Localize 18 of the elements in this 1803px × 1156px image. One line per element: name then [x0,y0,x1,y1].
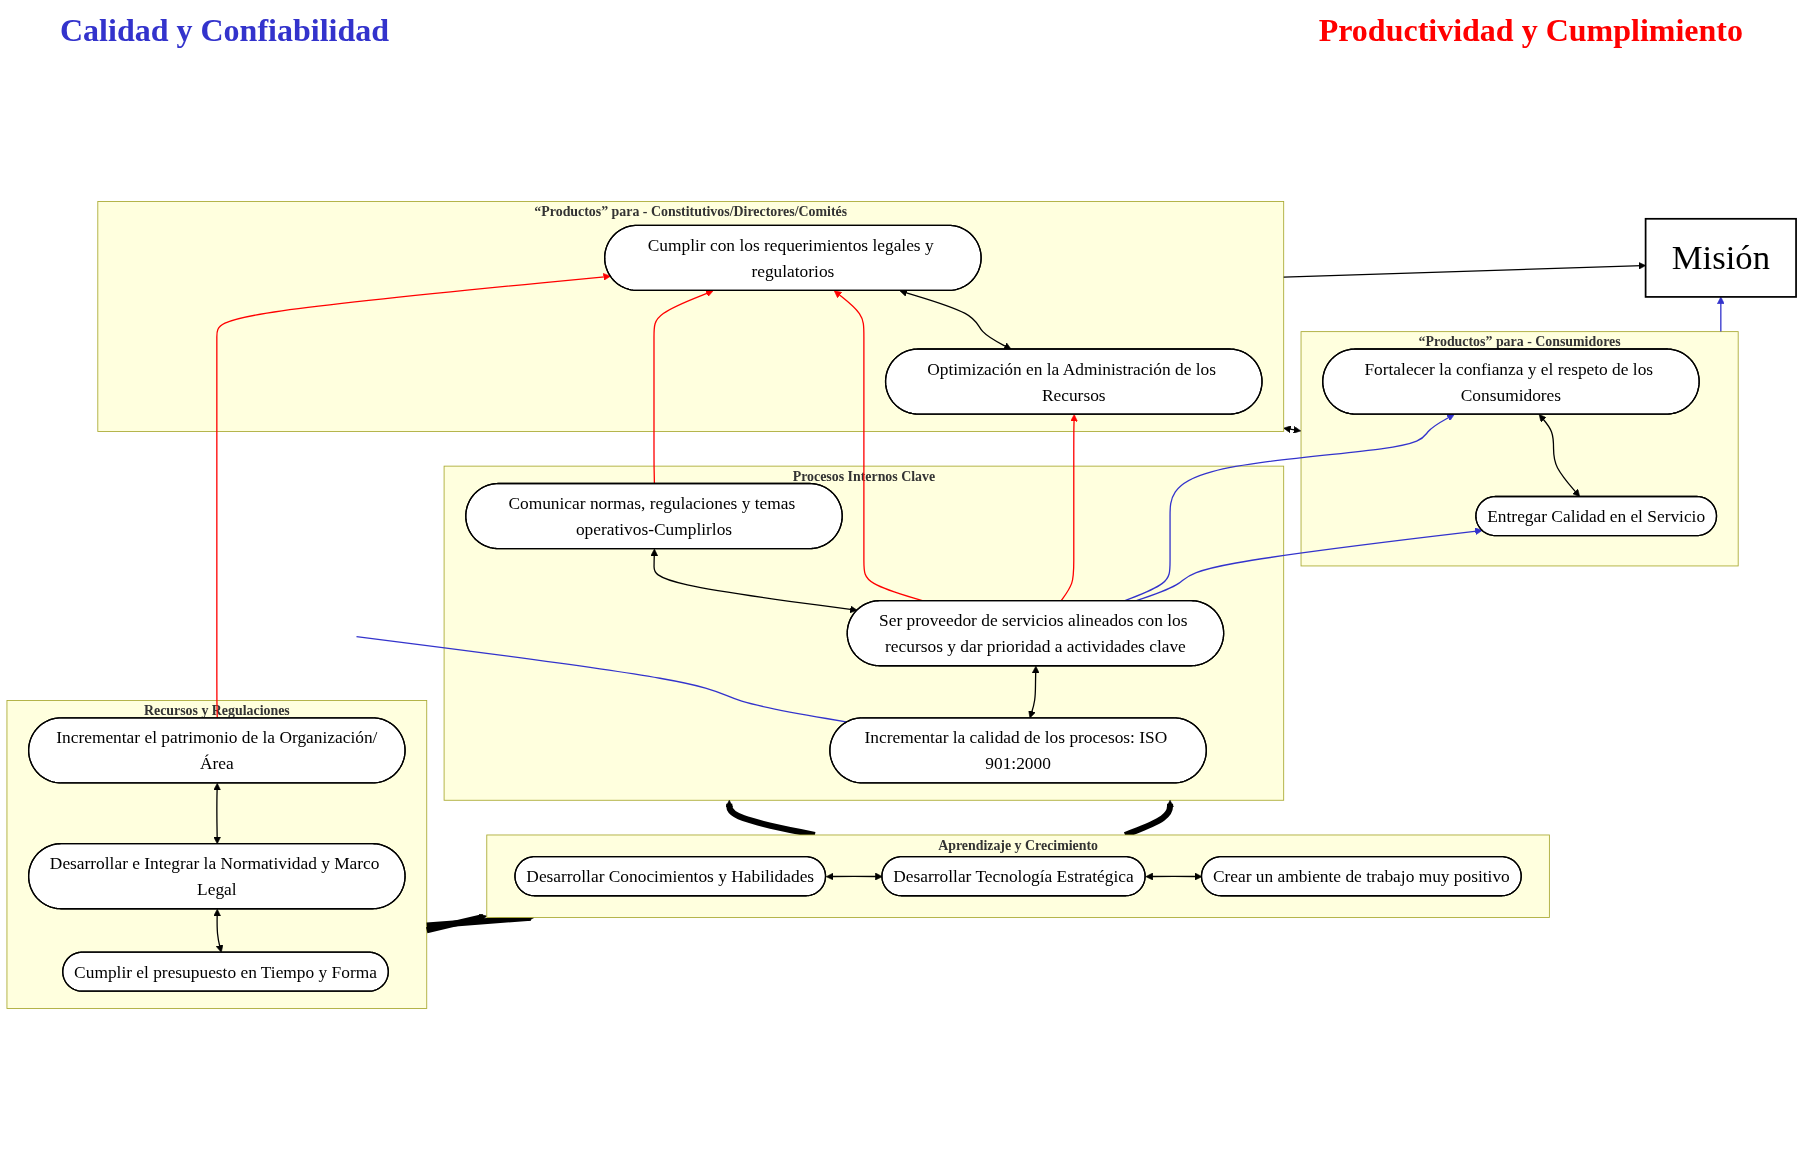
node-box: Misión [1644,217,1797,298]
arrow [213,908,224,953]
arrow [213,783,221,845]
arrow [1145,872,1203,881]
arrow [1283,425,1302,434]
arrow [650,548,858,614]
arrow [216,273,611,719]
arrow [1060,414,1078,602]
arrow [1283,261,1646,278]
arrow [899,289,1012,350]
arrow [653,289,714,485]
arrow [1028,665,1040,719]
arrow [825,872,883,881]
heading-text: Calidad y Confiabilidad [60,12,389,49]
arrow [1717,296,1725,333]
arrow [426,913,488,934]
arrow [1538,414,1581,498]
heading-text: Productividad y Cumplimiento [1318,12,1743,49]
